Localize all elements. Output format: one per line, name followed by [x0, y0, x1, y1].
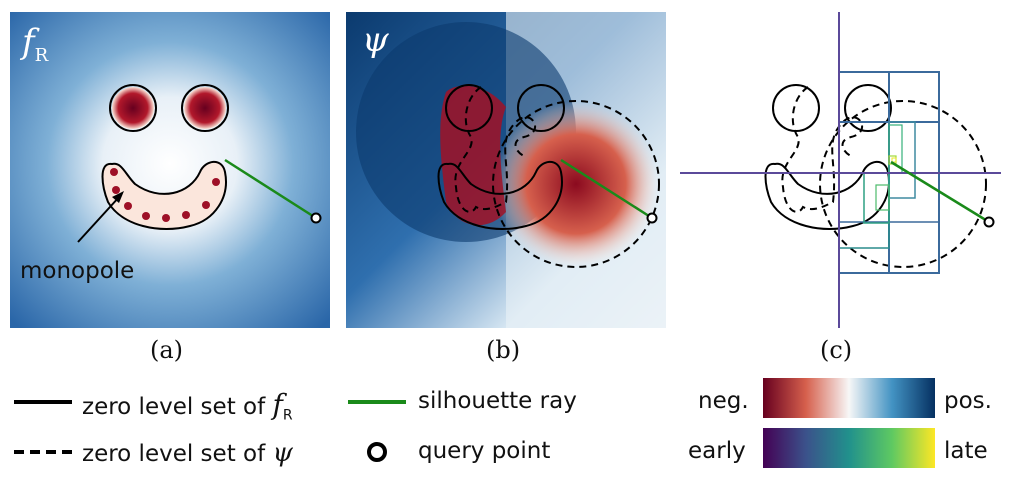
panel-b — [346, 12, 666, 328]
panel-a — [10, 12, 330, 328]
panel-a-symbol: fR — [22, 22, 49, 66]
caption-a: (a) — [150, 336, 184, 364]
silhouette-ray — [224, 158, 317, 220]
colorbar-time-right: late — [944, 438, 988, 464]
legend-point-label: query point — [418, 438, 551, 464]
legend-ray-label: silhouette ray — [418, 388, 577, 414]
colorbar-time-left: early — [688, 438, 746, 464]
caption-c: (c) — [820, 336, 853, 364]
colorbar-diverging-right: pos. — [944, 388, 992, 414]
legend-solid-label: zero level set of fR — [82, 388, 293, 424]
query-point — [310, 212, 322, 224]
monopoles — [110, 168, 220, 222]
monopole-arrow — [77, 195, 121, 243]
monopole-label: monopole — [20, 258, 135, 284]
caption-b: (b) — [486, 336, 521, 364]
legend-query-point — [367, 442, 387, 462]
colorbar-diverging — [763, 378, 935, 418]
colorbar-diverging-left: neg. — [698, 388, 749, 414]
field-fr-heatmap — [10, 12, 330, 328]
panel-b-symbol: ψ — [362, 20, 389, 60]
colorbar-time — [763, 428, 935, 468]
legend-dashed-label: zero level set of ψ — [82, 438, 293, 468]
panel-c — [680, 12, 1001, 328]
